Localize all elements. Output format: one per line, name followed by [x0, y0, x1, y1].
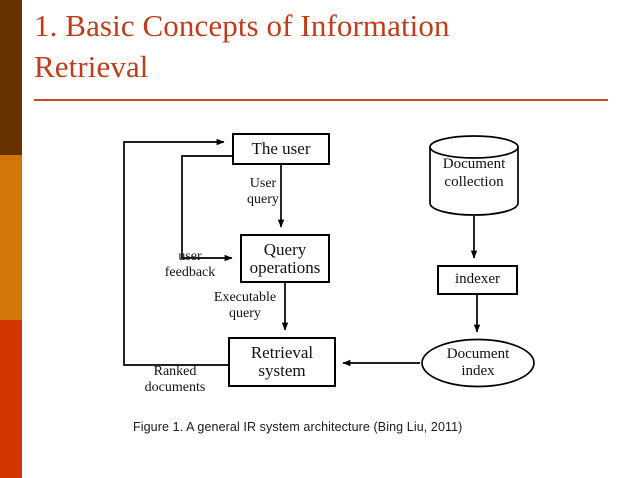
node-the-user: The user — [232, 133, 330, 165]
ir-architecture-diagram: The user Query operations Retrieval syst… — [0, 120, 638, 410]
label-ranked-documents: Ranked documents — [144, 364, 206, 396]
page-title-text: 1. Basic Concepts of Information Retriev… — [34, 8, 450, 84]
node-indexer: indexer — [437, 265, 518, 295]
label-executable-query: Executable query — [213, 290, 277, 322]
node-document-index: Document index — [420, 338, 536, 388]
node-document-index-label: Document index — [446, 346, 510, 380]
node-document-collection: Document collection — [428, 134, 520, 216]
ellipse-shape — [421, 338, 535, 388]
rail-segment-middle — [0, 155, 22, 320]
cylinder-shape — [429, 135, 519, 216]
figure-caption: Figure 1. A general IR system architectu… — [133, 420, 463, 434]
rail-segment-top — [0, 0, 22, 155]
edge-user-feedback — [181, 155, 233, 262]
label-user-query: User query — [247, 176, 279, 208]
page-title: 1. Basic Concepts of Information Retriev… — [34, 6, 608, 88]
node-retrieval-system: Retrieval system — [228, 337, 336, 387]
edge-ranked-documents — [123, 138, 228, 366]
node-query-operations: Query operations — [240, 234, 330, 283]
node-document-collection-label: Document collection — [442, 156, 506, 190]
label-user-feedback: user feedback — [164, 249, 216, 281]
rail-segment-bottom — [0, 320, 22, 478]
diagram-connectors — [123, 138, 481, 367]
title-divider — [34, 99, 608, 101]
